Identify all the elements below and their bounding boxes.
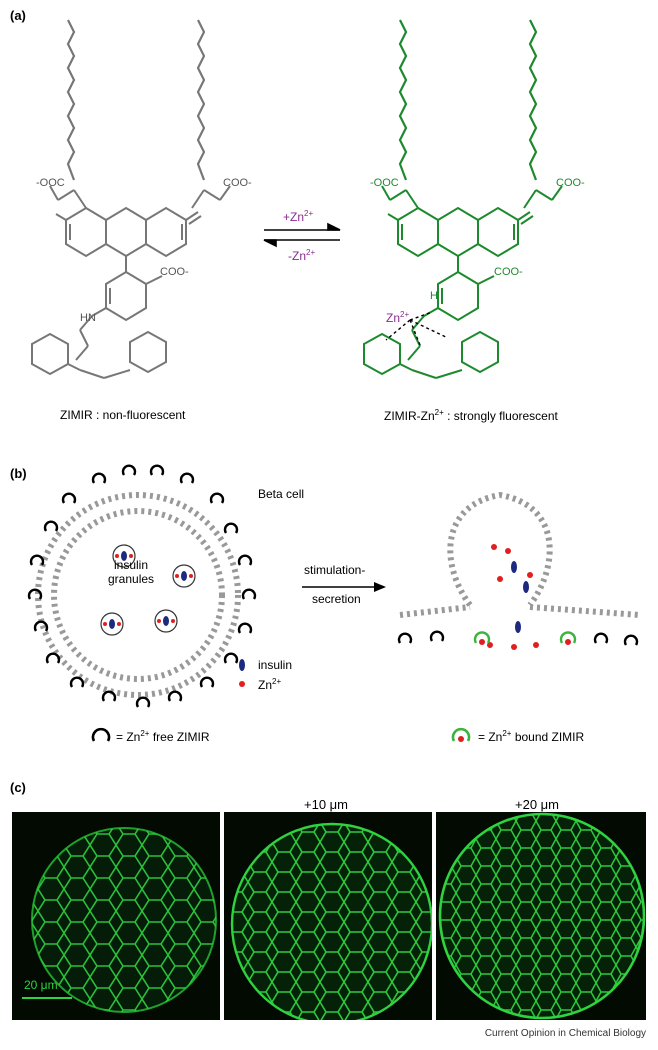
zimir-bound-caption: ZIMIR-Zn2+ : strongly fluorescent	[384, 408, 558, 423]
free-zimir-probes-membrane	[397, 630, 639, 646]
arrow-reverse-label: -Zn2+	[288, 248, 316, 263]
micrograph-10um	[224, 812, 432, 1020]
legend-insulin-mark	[239, 659, 245, 671]
secretion-label: secretion	[312, 592, 361, 606]
micrograph-20um	[436, 812, 646, 1020]
label-coo-right: COO-	[556, 177, 585, 189]
bound-zimir-probes	[473, 631, 577, 644]
equilibrium-arrows	[263, 222, 341, 248]
cell-membrane-inner	[51, 508, 225, 682]
panel-a-label: (a)	[10, 8, 26, 23]
micrograph-0um: 20 μm	[12, 812, 220, 1020]
key-free-label: = Zn2+ free ZIMIR	[116, 729, 210, 744]
label-benzoate-left: COO-	[160, 266, 189, 278]
legend-insulin-label: insulin	[258, 658, 293, 672]
free-zimir-probes	[27, 464, 257, 708]
plasma-membrane-left	[399, 604, 471, 618]
panel-a-structures	[30, 18, 564, 380]
label-ooc-right: -OOC	[370, 177, 399, 189]
scale-bar-label: 20 μm	[24, 978, 58, 992]
zn-ion-label: Zn2+	[386, 310, 410, 325]
label-hn-left: HN	[80, 312, 96, 324]
zimir-free-caption: ZIMIR : non-fluorescent	[60, 408, 186, 422]
beta-cell-label: Beta cell	[258, 487, 305, 501]
legend-zn-mark	[239, 681, 245, 687]
legend-zn-label: Zn2+	[258, 677, 282, 692]
stimulation-arrowhead	[374, 582, 386, 592]
stimulation-label: stimulation-	[304, 563, 366, 577]
panel-c-label: (c)	[10, 780, 26, 795]
fusing-vesicle	[447, 491, 553, 607]
figure-credit: Current Opinion in Chemical Biology	[484, 1028, 646, 1039]
plasma-membrane-right	[529, 604, 641, 618]
key-free-icon	[91, 727, 111, 742]
label-ooc-left: -OOC	[36, 177, 65, 189]
zn-coordination-bonds	[385, 311, 449, 346]
label-coo-left: COO-	[223, 177, 252, 189]
label-h-right: H	[430, 290, 438, 302]
key-bound-icon	[451, 727, 471, 742]
label-benzoate-right: COO-	[494, 266, 523, 278]
panel-b-label: (b)	[10, 466, 27, 481]
key-bound-label: = Zn2+ bound ZIMIR	[478, 729, 585, 744]
insulin-granules	[100, 544, 196, 636]
released-cargo	[487, 544, 539, 650]
zimir-free-structure	[30, 18, 232, 380]
depth-label-10um: +10 μm	[304, 797, 348, 812]
depth-label-20um: +20 μm	[515, 797, 559, 812]
arrow-forward-label: +Zn2+	[283, 209, 314, 224]
cell-membrane-outer	[35, 492, 241, 698]
panel-b-diagram	[27, 464, 641, 742]
